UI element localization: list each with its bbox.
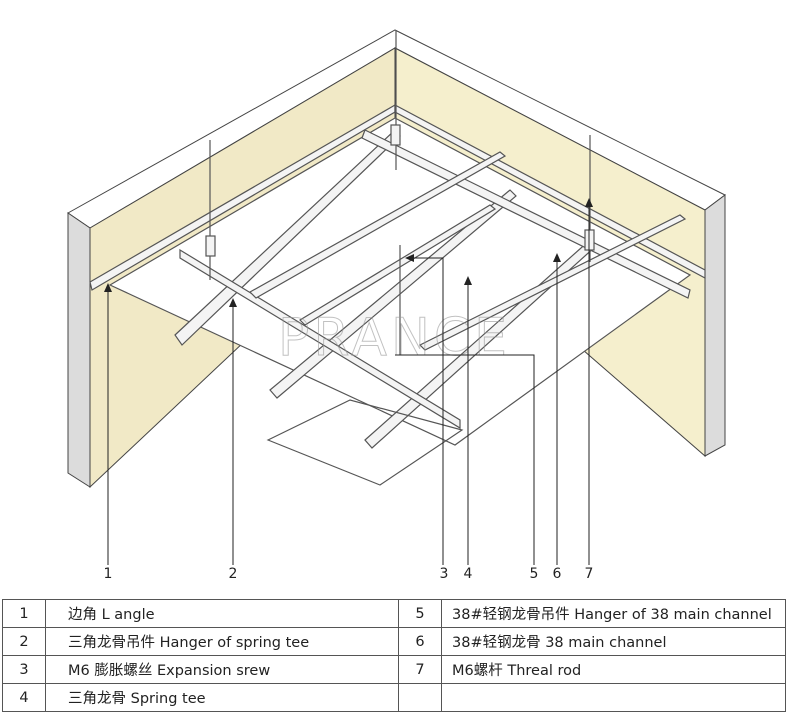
- callout-6: 6: [552, 566, 562, 582]
- left-wall-end: [67, 212, 91, 488]
- callout-4: 4: [463, 566, 473, 582]
- ceiling-installation-diagram: PRANCE: [67, 29, 726, 565]
- table-row: 2 三角龙骨吊件 Hanger of spring tee 6 38#轻钢龙骨 …: [2, 627, 786, 656]
- table-row: 4 三角龙骨 Spring tee: [2, 683, 786, 712]
- legend-text: 三角龙骨吊件 Hanger of spring tee: [45, 627, 399, 656]
- legend-num: 3: [2, 655, 46, 684]
- legend-text: 38#轻钢龙骨吊件 Hanger of 38 main channel: [441, 599, 786, 628]
- callout-arrows: [104, 198, 593, 307]
- svg-text:PRANCE: PRANCE: [278, 308, 511, 368]
- legend-table: 1 边角 L angle 5 38#轻钢龙骨吊件 Hanger of 38 ma…: [2, 599, 786, 712]
- table-row: 3 M6 膨胀螺丝 Expansion srew 7 M6螺杆 Threal r…: [2, 655, 786, 684]
- ceiling-grid: [89, 30, 706, 486]
- legend-num: 2: [2, 627, 46, 656]
- callout-3: 3: [439, 566, 449, 582]
- legend-num: 1: [2, 599, 46, 628]
- cross-tee: [249, 151, 507, 299]
- legend-num: 7: [398, 655, 442, 684]
- legend-num: [398, 683, 442, 712]
- callout-leaders: [107, 200, 590, 565]
- legend-num: 6: [398, 627, 442, 656]
- main-channel: [179, 248, 461, 430]
- legend-num: 5: [398, 599, 442, 628]
- ceiling-panel: [266, 399, 464, 486]
- right-wall-end: [704, 194, 726, 457]
- hanger: [390, 124, 401, 146]
- hanger: [205, 235, 216, 257]
- cross-tee: [299, 204, 497, 326]
- callout-2: 2: [228, 566, 238, 582]
- legend-text: 边角 L angle: [45, 599, 399, 628]
- callout-5: 5: [529, 566, 539, 582]
- legend-text: 38#轻钢龙骨 38 main channel: [441, 627, 786, 656]
- callout-1: 1: [103, 566, 113, 582]
- legend-text: [441, 683, 786, 712]
- legend-text: M6 膨胀螺丝 Expansion srew: [45, 655, 399, 684]
- l-angle-right: [394, 104, 706, 280]
- cross-tee: [418, 214, 687, 351]
- table-row: 1 边角 L angle 5 38#轻钢龙骨吊件 Hanger of 38 ma…: [2, 599, 786, 628]
- legend-num: 4: [2, 683, 46, 712]
- watermark-logo: PRANCE: [278, 308, 511, 369]
- callout-7: 7: [584, 566, 594, 582]
- legend-text: M6螺杆 Threal rod: [441, 655, 786, 684]
- legend-text: 三角龙骨 Spring tee: [45, 683, 399, 712]
